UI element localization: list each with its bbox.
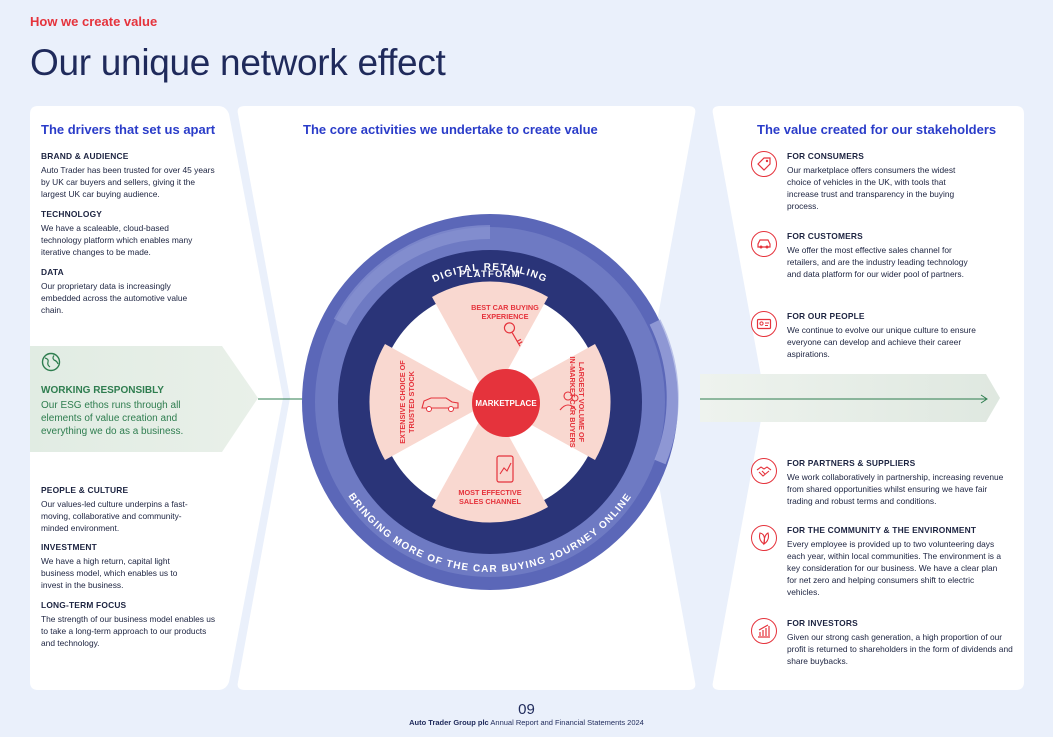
page-number: 09 [518,701,535,718]
driver-technology: TECHNOLOGY We have a scaleable, cloud-ba… [41,209,211,258]
quadrant-right-label: LARGEST VOLUME OF IN-MARKET CAR BUYERS [568,356,586,447]
stakeholder-body: Given our strong cash generation, a high… [787,632,1013,666]
driver-body: Auto Trader has been trusted for over 45… [41,165,215,199]
stakeholder-body: We offer the most effective sales channe… [787,245,968,279]
driver-brand: BRAND & AUDIENCE Auto Trader has been tr… [41,151,221,200]
driver-body: Our values-led culture underpins a fast-… [41,499,188,533]
stakeholder-title: FOR THE COMMUNITY & THE ENVIRONMENT [787,525,977,535]
globe-icon [41,352,61,372]
stakeholder-title: FOR OUR PEOPLE [787,311,865,321]
tag-icon [751,151,777,177]
quadrant-right [490,344,611,460]
quadrant-bottom [432,402,548,523]
id-badge-icon [751,311,777,337]
marketplace-hub [472,369,540,437]
driver-body: We have a high return, capital light bus… [41,556,178,590]
quadrant-right-line1: LARGEST VOLUME OF [577,362,586,443]
driver-title: INVESTMENT [41,542,97,552]
quadrant-top [432,281,548,402]
stakeholder-title: FOR INVESTORS [787,618,858,628]
quadrant-bottom-line2: SALES CHANNEL [459,497,522,506]
people-icon [559,391,579,411]
driver-title: DATA [41,267,64,277]
driver-body: The strength of our business model enabl… [41,614,216,648]
quadrant-left-line2: TRUSTED STOCK [407,370,416,433]
quadrant-right-line2: IN-MARKET CAR BUYERS [568,356,577,447]
quadrant-left-line1: EXTENSIVE CHOICE OF [398,360,407,444]
driver-data: DATA Our proprietary data is increasingl… [41,267,201,316]
stakeholder-title: FOR CUSTOMERS [787,231,863,241]
footer-company: Auto Trader Group plc [409,718,489,727]
drivers-heading: The drivers that set us apart [41,122,216,137]
driver-title: PEOPLE & CULTURE [41,485,129,495]
network-effect-diagram: DIGITAL RETAILING BRINGING MORE OF THE C… [302,214,679,590]
handshake-icon [751,458,777,484]
car-icon-diagram [421,397,459,412]
platform-label: PLATFORM [459,269,521,280]
footer-line: Auto Trader Group plc Annual Report and … [0,718,1053,727]
working-responsibly: WORKING RESPONSIBLY Our ESG ethos runs t… [41,352,216,438]
driver-body: We have a scaleable, cloud-based technol… [41,223,193,257]
leaf-icon [751,525,777,551]
chart-icon [751,618,777,644]
section-label: How we create value [30,14,158,29]
quadrant-left-label: EXTENSIVE CHOICE OF TRUSTED STOCK [398,360,416,444]
page-title: Our unique network effect [30,42,446,83]
key-icon [503,322,523,347]
marketplace-label: MARKETPLACE [475,399,537,408]
driver-title: LONG-TERM FOCUS [41,600,127,610]
driver-title: TECHNOLOGY [41,209,103,219]
driver-investment: INVESTMENT We have a high return, capita… [41,542,196,591]
quadrant-top-line2: EXPERIENCE [481,312,528,321]
stakeholder-body: Every employee is provided up to two vol… [787,539,1001,597]
stakeholder-title: FOR PARTNERS & SUPPLIERS [787,458,916,468]
driver-title: BRAND & AUDIENCE [41,151,129,161]
quadrant-bottom-line1: MOST EFFECTIVE [458,488,521,497]
stakeholder-body: We work collaboratively in partnership, … [787,472,1004,506]
stakeholder-body: We continue to evolve our unique culture… [787,325,976,359]
phone-chart-icon [496,455,514,483]
stakeholder-body: Our marketplace offers consumers the wid… [787,165,956,211]
stakeholder-title: FOR CONSUMERS [787,151,865,161]
driver-people: PEOPLE & CULTURE Our values-led culture … [41,485,191,534]
core-activities-heading: The core activities we undertake to crea… [303,122,598,137]
car-icon [751,231,777,257]
footer-report: Annual Report and Financial Statements 2… [490,718,644,727]
quadrant-top-line1: BEST CAR BUYING [471,303,539,312]
working-title: WORKING RESPONSIBLY [41,385,164,396]
quadrant-left [369,344,490,460]
value-created-heading: The value created for our stakeholders [757,122,997,137]
driver-long-term: LONG-TERM FOCUS The strength of our busi… [41,600,221,649]
driver-body: Our proprietary data is increasingly emb… [41,281,188,315]
working-body: Our ESG ethos runs through all elements … [41,400,184,437]
